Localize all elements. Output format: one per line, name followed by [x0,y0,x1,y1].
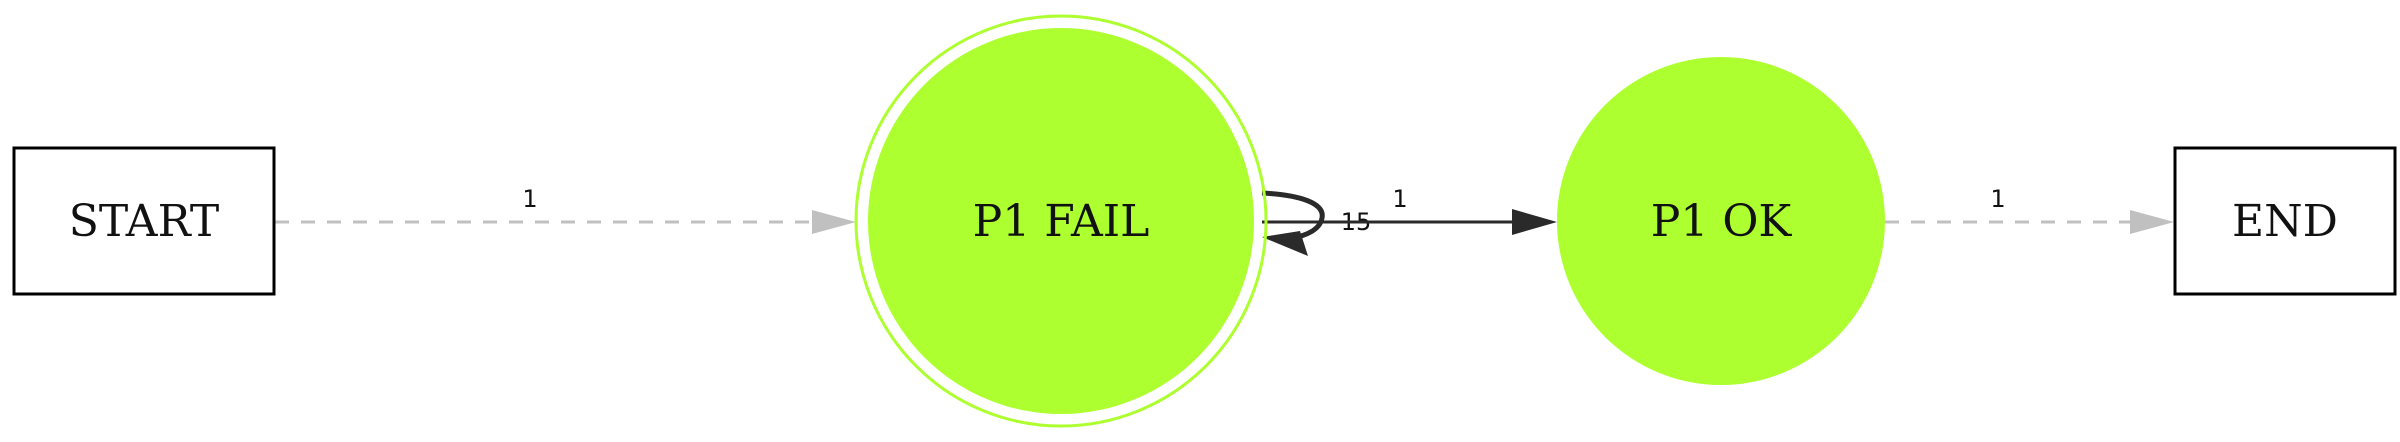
edge-start-to-p1-fail: 1 [275,185,856,234]
node-end: END [2173,146,2397,296]
edge-label-p1-fail-to-p1-ok: 1 [1392,185,1407,213]
node-p1-fail-label: P1 FAIL [973,196,1150,247]
edge-label-p1-ok-to-end: 1 [1990,185,2005,213]
node-start-label: START [69,196,220,247]
node-start: START [12,146,276,296]
edge-label-start-to-p1-fail: 1 [522,185,537,213]
node-p1-fail: P1 FAIL [854,14,1268,428]
node-end-label: END [2232,196,2338,247]
node-p1-ok-label: P1 OK [1651,196,1793,247]
node-p1-ok: P1 OK [1557,57,1885,385]
edge-p1-fail-to-p1-ok: 1 [1262,185,1557,235]
edge-p1-fail-self-loop: 15 [1261,190,1371,256]
edge-p1-ok-to-end: 1 [1885,185,2174,234]
